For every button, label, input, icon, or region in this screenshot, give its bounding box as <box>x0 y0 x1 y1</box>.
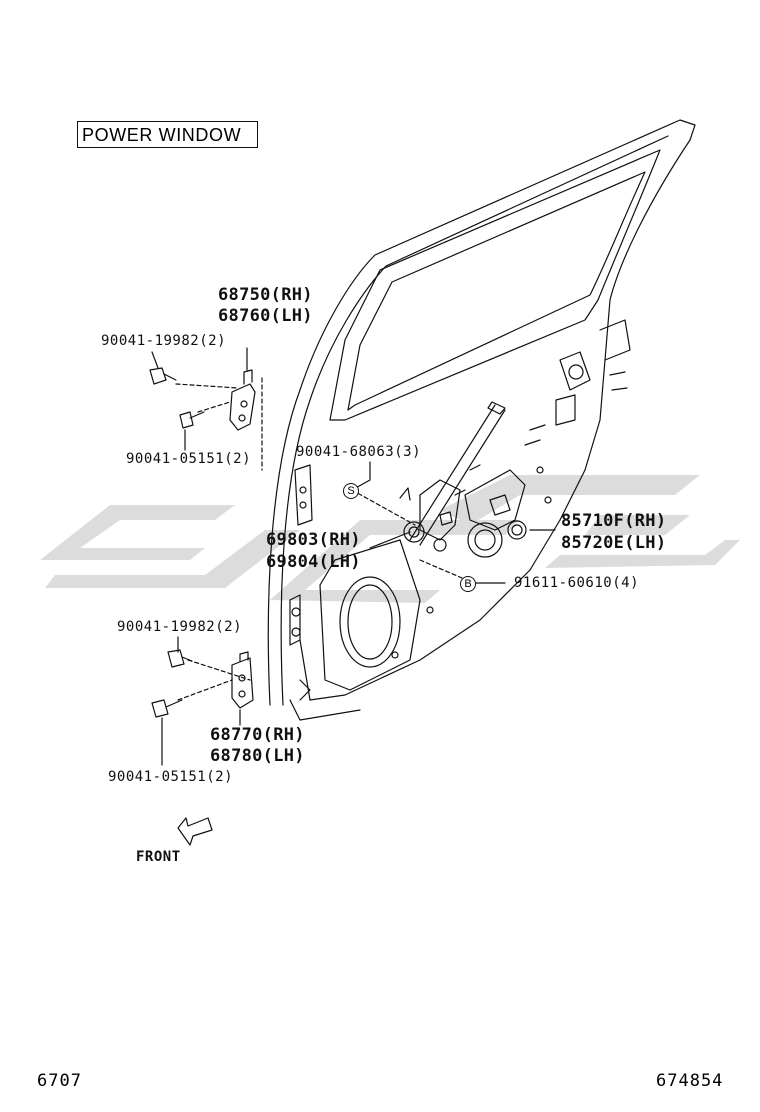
callout-s: S <box>343 483 359 499</box>
label-68780-lh: 68780(LH) <box>210 746 305 766</box>
front-label: FRONT <box>136 849 181 865</box>
upper-hinge <box>175 369 263 471</box>
label-68760-lh: 68760(LH) <box>218 306 313 326</box>
door-frame <box>267 119 696 721</box>
label-85720e-lh: 85720E(LH) <box>561 533 667 553</box>
front-arrow <box>177 817 213 846</box>
callout-b: B <box>460 576 476 592</box>
page-title: POWER WINDOW <box>82 125 242 145</box>
label-69803-rh: 69803(RH) <box>266 530 361 550</box>
door-inner-panel <box>289 464 552 701</box>
footer-left-code: 6707 <box>37 1071 82 1091</box>
bolts <box>149 367 205 718</box>
label-85710f-rh: 85710F(RH) <box>561 511 667 531</box>
lower-hinge <box>177 651 254 709</box>
label-90041-68063: 90041-68063(3) <box>296 444 422 460</box>
title-box: POWER WINDOW <box>77 121 258 148</box>
watermark-logo <box>40 475 740 603</box>
label-68770-rh: 68770(RH) <box>210 725 305 745</box>
window-regulator-motor <box>403 469 527 558</box>
label-90041-05151-upper: 90041-05151(2) <box>126 451 252 467</box>
label-68750-rh: 68750(RH) <box>218 285 313 305</box>
label-90041-19982-upper: 90041-19982(2) <box>101 333 227 349</box>
label-69804-lh: 69804(LH) <box>266 552 361 572</box>
label-91611-60610: 91611-60610(4) <box>514 575 640 591</box>
label-90041-19982-lower: 90041-19982(2) <box>117 619 243 635</box>
footer-right-code: 674854 <box>656 1071 724 1091</box>
label-90041-05151-lower: 90041-05151(2) <box>108 769 234 785</box>
